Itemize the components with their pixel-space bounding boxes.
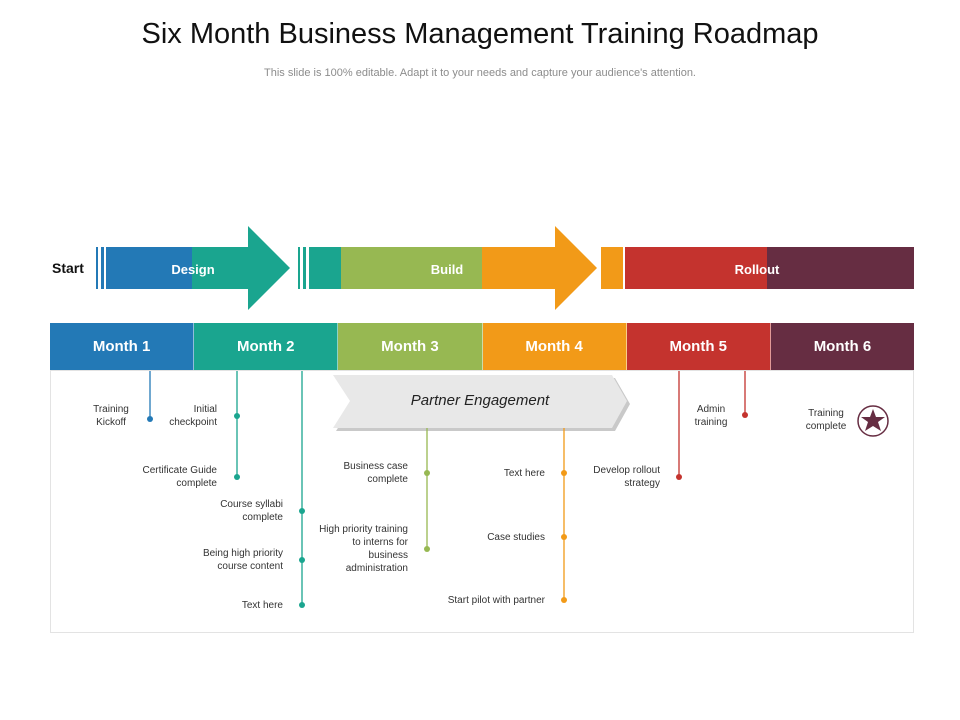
milestone-dot: [299, 602, 305, 608]
design-stripe: [101, 247, 104, 289]
milestone-dot: [234, 474, 240, 480]
month-4-header: Month 4: [482, 323, 627, 370]
design-segment-month2: [192, 247, 248, 289]
build-stripe: [303, 247, 306, 289]
build-stripe: [298, 247, 300, 289]
build-segment-month3: [341, 247, 482, 289]
milestone-dot: [676, 474, 682, 480]
milestone-dot: [234, 413, 240, 419]
month-header-bar: Month 1 Month 2 Month 3 Month 4 Month 5 …: [50, 323, 915, 370]
milestone-admin-training: Admin training: [694, 404, 728, 428]
rollout-segment-month4: [601, 247, 623, 289]
milestone-training-kickoff: Training Kickoff: [93, 404, 129, 428]
milestone-dot: [424, 546, 430, 552]
build-segment-month2: [309, 247, 341, 289]
milestone-panel: [50, 370, 914, 633]
milestone-dot: [742, 412, 748, 418]
milestone-training-complete: Training complete: [805, 408, 847, 432]
page-subtitle: This slide is 100% editable. Adapt it to…: [264, 67, 696, 79]
phase-rollout-label: Rollout: [734, 262, 780, 277]
month-5-header: Month 5: [626, 323, 771, 370]
milestone-dot: [147, 416, 153, 422]
milestone-course-syllabi: Course syllabi complete: [220, 499, 283, 523]
milestone-dot: [299, 508, 305, 514]
milestone-develop-rollout: Develop rollout strategy: [593, 465, 660, 489]
milestone-dot: [561, 470, 567, 476]
phase-design-label: Design: [171, 262, 215, 277]
milestone-initial-checkpoint: Initial checkpoint: [169, 404, 217, 428]
month-1-header: Month 1: [50, 323, 195, 370]
month-2-header: Month 2: [194, 323, 339, 370]
milestone-high-priority-content: Being high priority course content: [202, 548, 283, 572]
milestone-dot: [424, 470, 430, 476]
partner-engagement-label: Partner Engagement: [410, 392, 550, 409]
build-arrow-head: [555, 226, 597, 310]
milestone-certificate-guide: Certificate Guide complete: [142, 465, 217, 489]
milestone-text-here-1: Text here: [241, 600, 283, 611]
milestone-dot: [561, 597, 567, 603]
rollout-segment-month5: [625, 247, 767, 289]
milestone-case-studies: Case studies: [487, 532, 545, 543]
design-segment-month1: [110, 247, 192, 289]
partner-engagement-banner: [333, 375, 627, 428]
milestone-dot: [561, 534, 567, 540]
milestone-high-priority-training: High priority training to interns for bu…: [319, 524, 408, 574]
design-stripe: [96, 247, 98, 289]
month-3-header: Month 3: [338, 323, 483, 370]
phase-build-label: Build: [430, 262, 464, 277]
phase-band: [96, 226, 914, 310]
build-segment-month4: [482, 247, 555, 289]
milestone-business-case: Business case complete: [343, 461, 408, 485]
milestone-start-pilot: Start pilot with partner: [447, 595, 545, 606]
milestone-text-here-2: Text here: [503, 468, 545, 479]
design-stripe: [106, 247, 110, 289]
start-label: Start: [52, 260, 84, 276]
design-arrow-head: [248, 226, 290, 310]
milestone-dot: [299, 557, 305, 563]
page-title: Six Month Business Management Training R…: [141, 18, 819, 50]
star-icon: [857, 405, 889, 437]
month-6-header: Month 6: [770, 323, 915, 370]
rollout-segment-month6: [767, 247, 914, 289]
